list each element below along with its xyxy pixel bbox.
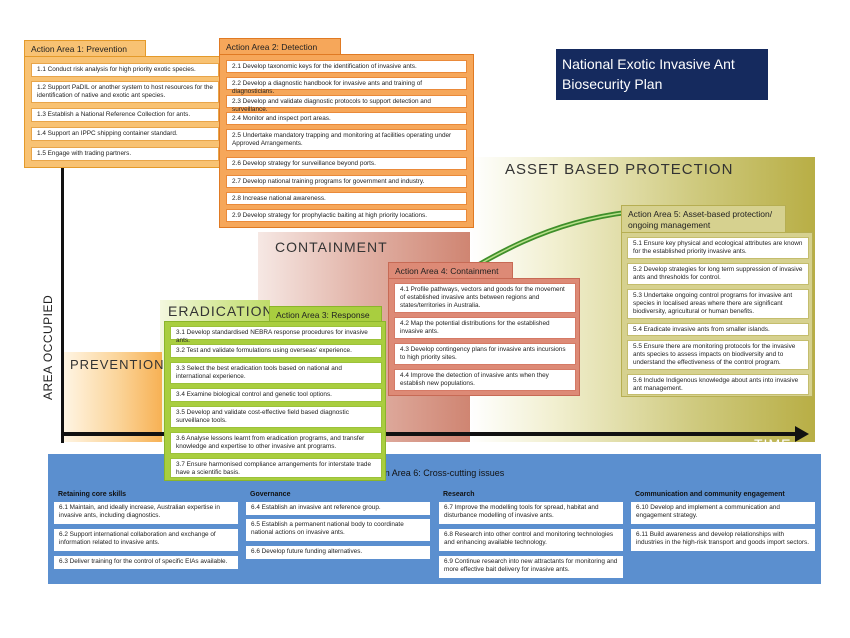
aa6-item: 6.6 Develop future funding alternatives. bbox=[246, 546, 430, 559]
aa2-item: 2.8 Increase national awareness. bbox=[226, 192, 467, 205]
aa2-item: 2.7 Develop national training programs f… bbox=[226, 175, 467, 188]
aa2-item: 2.6 Develop strategy for surveillance be… bbox=[226, 157, 467, 170]
phase-label-prevention: PREVENTION bbox=[70, 357, 165, 372]
action-area-6-title: Action Area 6: Cross-cutting issues bbox=[364, 468, 505, 478]
aa6-column-heading: Research bbox=[443, 491, 475, 498]
phase-label-asset: ASSET BASED PROTECTION bbox=[505, 161, 734, 178]
action-area-2-title: Action Area 2: Detection bbox=[219, 38, 341, 54]
prevention-band bbox=[62, 352, 162, 442]
aa3-item: 3.7 Ensure harmonised compliance arrange… bbox=[170, 458, 382, 478]
aa6-column-heading: Communication and community engagement bbox=[635, 491, 785, 498]
aa5-item: 5.4 Eradicate invasive ants from smaller… bbox=[627, 323, 809, 336]
x-axis-label: TIME bbox=[754, 436, 792, 452]
aa6-item: 6.11 Build awareness and develop relatio… bbox=[631, 529, 815, 551]
aa1-item: 1.4 Support an IPPC shipping container s… bbox=[31, 127, 219, 141]
action-area-3-title: Action Area 3: Response bbox=[269, 306, 382, 321]
aa2-item: 2.5 Undertake mandatory trapping and mon… bbox=[226, 129, 467, 151]
action-area-1-title: Action Area 1: Prevention bbox=[24, 40, 146, 56]
aa4-item: 4.4 Improve the detection of invasive an… bbox=[394, 369, 576, 391]
aa4-item: 4.1 Profile pathways, vectors and goods … bbox=[394, 283, 576, 313]
action-area-5-title: Action Area 5: Asset-based protection/ o… bbox=[621, 205, 786, 232]
aa5-item: 5.2 Develop strategies for long term sup… bbox=[627, 263, 809, 285]
y-axis-label: AREA OCCUPIED bbox=[41, 294, 55, 400]
aa3-item: 3.5 Develop and validate cost-effective … bbox=[170, 406, 382, 428]
aa6-item: 6.5 Establish a permanent national body … bbox=[246, 519, 430, 541]
phase-label-eradication: ERADICATION bbox=[168, 303, 274, 319]
action-area-3-panel: 3.1 Develop standardised NEBRA response … bbox=[164, 321, 386, 481]
aa4-item: 4.3 Develop contingency plans for invasi… bbox=[394, 343, 576, 365]
aa6-item: 6.2 Support international collaboration … bbox=[54, 529, 238, 551]
aa6-item: 6.8 Research into other control and moni… bbox=[439, 529, 623, 551]
aa1-item: 1.2 Support PaDIL or another system to h… bbox=[31, 81, 219, 103]
aa5-item: 5.3 Undertake ongoing control programs f… bbox=[627, 289, 809, 319]
page-title: National Exotic Invasive Ant Biosecurity… bbox=[556, 49, 768, 100]
aa2-item: 2.9 Develop strategy for prophylactic ba… bbox=[226, 209, 467, 222]
aa6-item: 6.7 Improve the modelling tools for spre… bbox=[439, 502, 623, 524]
aa6-item: 6.4 Establish an invasive ant reference … bbox=[246, 502, 430, 515]
action-area-5-panel: 5.1 Ensure key physical and ecological a… bbox=[621, 232, 813, 397]
action-area-4-title: Action Area 4: Containment bbox=[388, 262, 513, 278]
aa6-item: 6.1 Maintain, and ideally increase, Aust… bbox=[54, 502, 238, 524]
aa5-item: 5.5 Ensure there are monitoring protocol… bbox=[627, 340, 809, 370]
aa6-item: 6.3 Deliver training for the control of … bbox=[54, 556, 238, 569]
aa3-item: 3.3 Select the best eradication tools ba… bbox=[170, 362, 382, 384]
aa3-item: 3.6 Analyse lessons learnt from eradicat… bbox=[170, 432, 382, 454]
aa4-item: 4.2 Map the potential distributions for … bbox=[394, 317, 576, 339]
aa1-item: 1.1 Conduct risk analysis for high prior… bbox=[31, 63, 219, 77]
aa6-item: 6.10 Develop and implement a communicati… bbox=[631, 502, 815, 524]
aa2-item: 2.3 Develop and validate diagnostic prot… bbox=[226, 95, 467, 113]
action-area-1-panel: 1.1 Conduct risk analysis for high prior… bbox=[24, 56, 225, 168]
aa2-item: 2.2 Develop a diagnostic handbook for in… bbox=[226, 77, 467, 95]
aa3-item: 3.2 Test and validate formulations using… bbox=[170, 344, 382, 358]
aa5-item: 5.1 Ensure key physical and ecological a… bbox=[627, 237, 809, 259]
aa2-item: 2.4 Monitor and inspect port areas. bbox=[226, 112, 467, 125]
aa6-column-heading: Retaining core skills bbox=[58, 491, 127, 498]
aa2-item: 2.1 Develop taxonomic keys for the ident… bbox=[226, 60, 467, 73]
x-axis bbox=[61, 432, 801, 436]
phase-label-containment: CONTAINMENT bbox=[275, 239, 388, 255]
aa1-item: 1.3 Establish a National Reference Colle… bbox=[31, 108, 219, 122]
aa6-column-heading: Governance bbox=[250, 491, 291, 498]
aa6-item: 6.9 Continue research into new attractan… bbox=[439, 556, 623, 578]
action-area-2-panel: 2.1 Develop taxonomic keys for the ident… bbox=[219, 54, 474, 228]
aa3-item: 3.4 Examine biological control and genet… bbox=[170, 388, 382, 402]
aa5-item: 5.6 Include Indigenous knowledge about a… bbox=[627, 374, 809, 395]
y-axis bbox=[61, 160, 64, 443]
x-axis-arrow-icon bbox=[795, 426, 809, 442]
aa1-item: 1.5 Engage with trading partners. bbox=[31, 147, 219, 161]
aa3-item: 3.1 Develop standardised NEBRA response … bbox=[170, 326, 382, 344]
action-area-4-panel: 4.1 Profile pathways, vectors and goods … bbox=[388, 278, 580, 396]
